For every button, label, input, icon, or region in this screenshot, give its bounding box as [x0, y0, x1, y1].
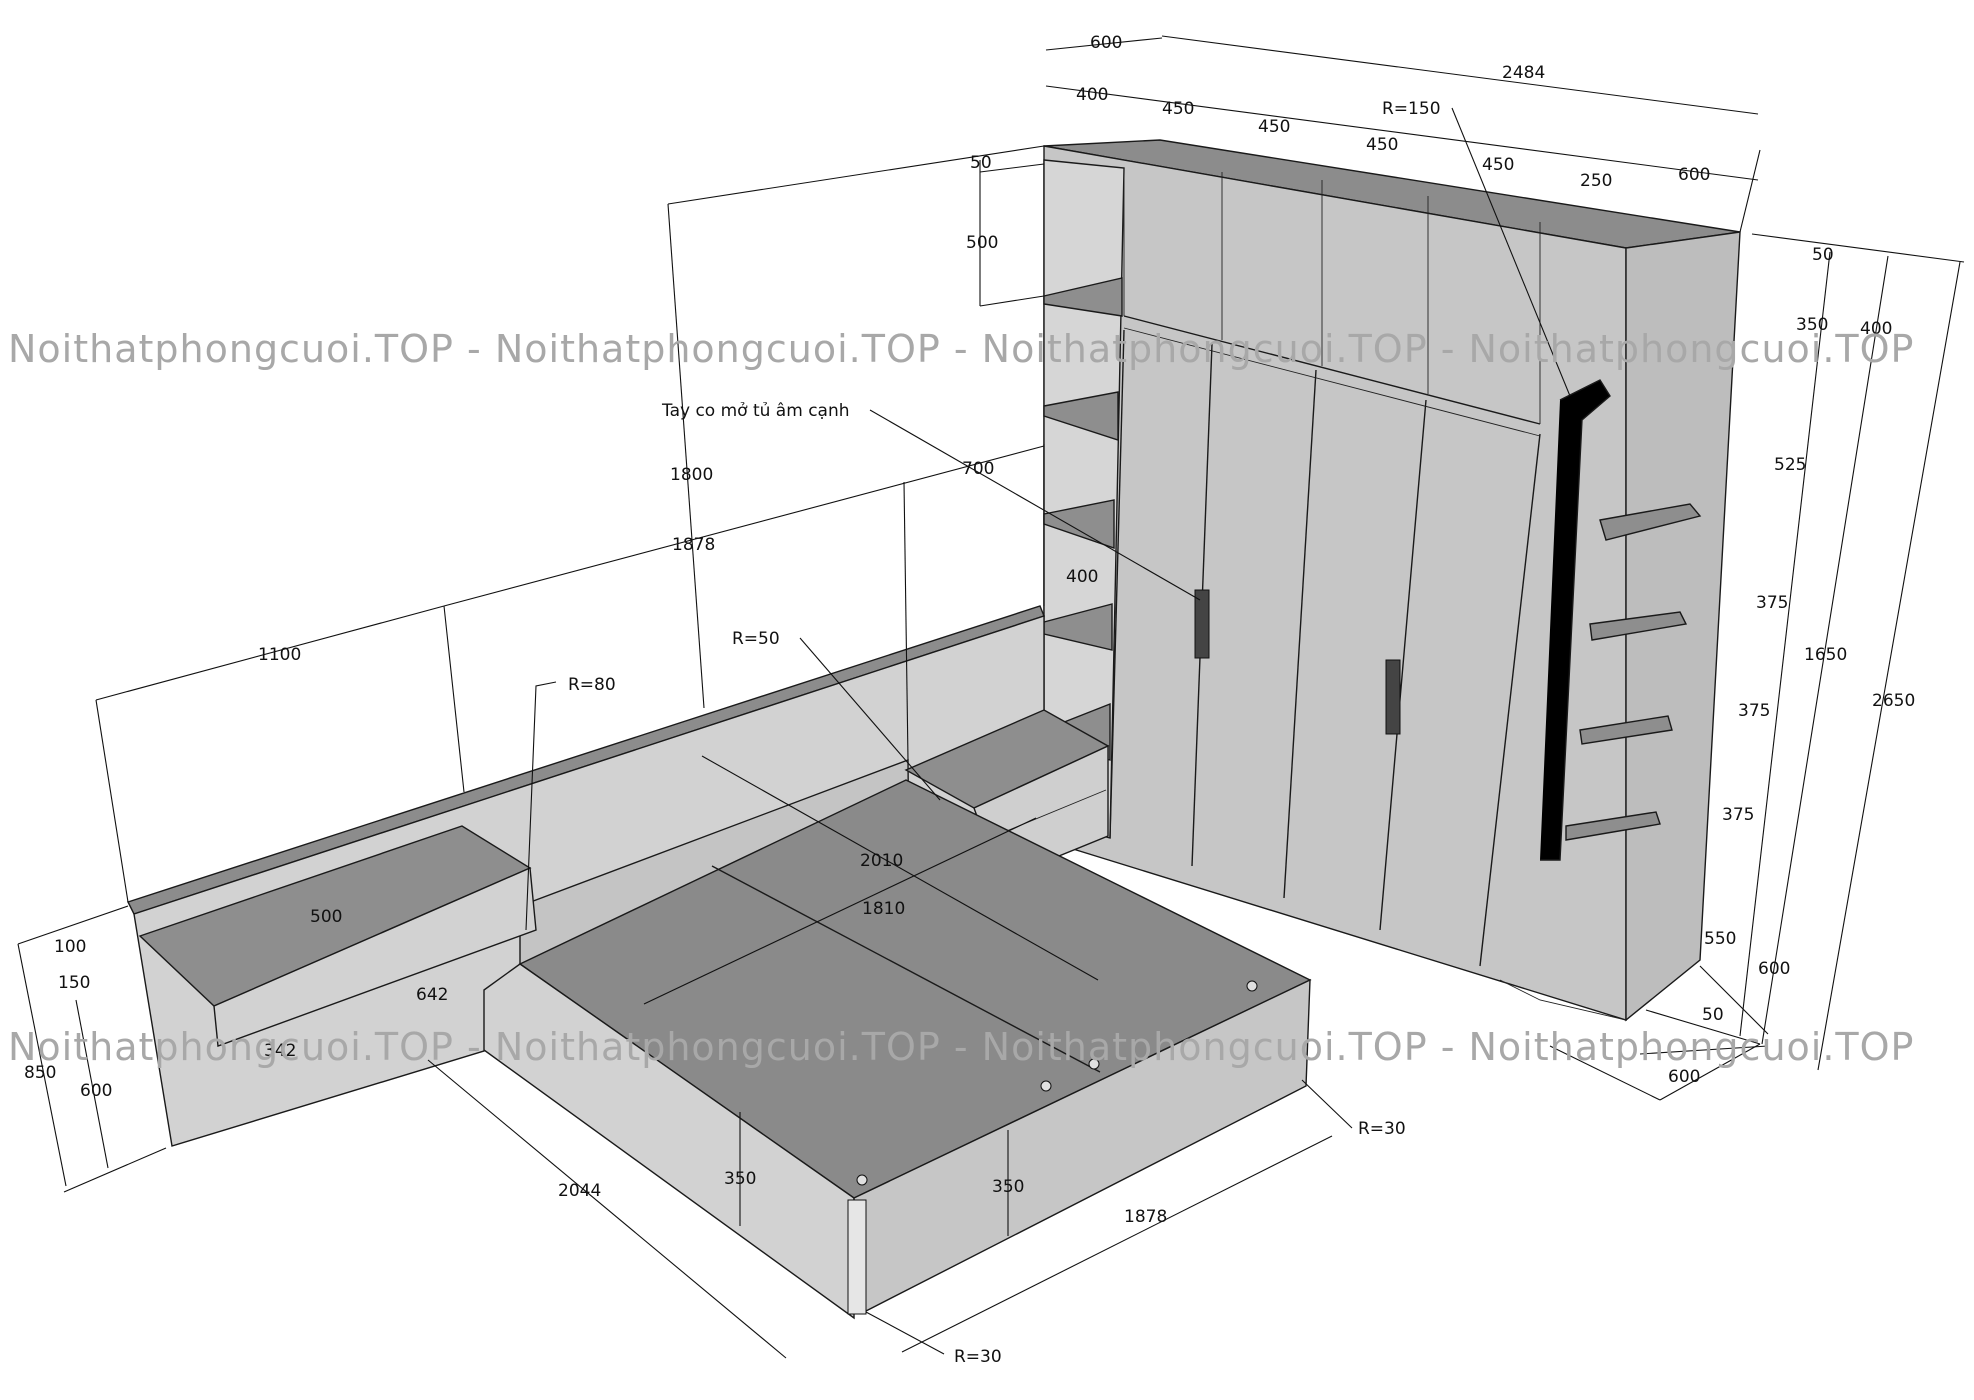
dim-400: 400 [1076, 85, 1108, 105]
bed-corner-post [847, 1199, 867, 1315]
dim-1878-top: 1878 [672, 535, 715, 555]
note-handle: Tay co mở tủ âm cạnh [661, 401, 850, 421]
right-shelves [1565, 503, 1702, 841]
dim-100: 100 [54, 937, 86, 957]
wardrobe-front [1043, 145, 1627, 1021]
dim-500: 500 [310, 907, 342, 927]
door-handle-icon[interactable] [1385, 659, 1401, 735]
watermark-top: Noithatphongcuoi.TOP - Noithatphongcuoi.… [8, 327, 1914, 371]
dim-700: 700 [962, 459, 994, 479]
dim-500-top: 500 [966, 233, 998, 253]
dim-342: 342 [264, 1041, 296, 1061]
dim-450: 450 [1162, 99, 1194, 119]
dim-450: 450 [1258, 117, 1290, 137]
dim-375: 375 [1722, 805, 1754, 825]
dim-150: 150 [58, 973, 90, 993]
dim-350: 350 [724, 1169, 756, 1189]
dim-50-bottom: 50 [1702, 1005, 1724, 1025]
dim-525: 525 [1774, 455, 1806, 475]
bolt-icon [1040, 1080, 1052, 1092]
bed [483, 779, 1312, 1320]
dim-1800: 1800 [670, 465, 713, 485]
dim-1810: 1810 [862, 899, 905, 919]
dim-1650: 1650 [1804, 645, 1847, 665]
dimension-labels: 600 2484 400 450 450 450 450 250 600 R=1… [24, 33, 1915, 1367]
note-r150: R=150 [1382, 99, 1441, 119]
note-r30: R=30 [954, 1347, 1002, 1367]
bolt-icon [1246, 980, 1258, 992]
dim-50-right: 50 [1812, 245, 1834, 265]
watermark-bottom: Noithatphongcuoi.TOP - Noithatphongcuoi.… [8, 1025, 1914, 1069]
dim-250: 250 [1580, 171, 1612, 191]
dim-1100: 1100 [258, 645, 301, 665]
dim-850: 850 [24, 1063, 56, 1083]
dim-642: 642 [416, 985, 448, 1005]
dimension-lines [17, 35, 1965, 1359]
dim-600: 600 [80, 1081, 112, 1101]
dim-wardrobe-depth: 600 [1090, 33, 1122, 53]
dim-1878-bottom: 1878 [1124, 1207, 1167, 1227]
dim-450: 450 [1366, 135, 1398, 155]
wardrobe [1043, 139, 1741, 1022]
watermark: Noithatphongcuoi.TOP - Noithatphongcuoi.… [8, 327, 1914, 1069]
dim-400-right: 400 [1860, 319, 1892, 339]
dim-400-shelf: 400 [1066, 567, 1098, 587]
dim-wardrobe-width: 2484 [1502, 63, 1545, 83]
dim-2650: 2650 [1872, 691, 1915, 711]
bolt-icon [1088, 1058, 1100, 1070]
dim-375: 375 [1756, 593, 1788, 613]
dim-50-top: 50 [970, 153, 992, 173]
bedside-shelf-front [213, 866, 537, 1047]
note-r50: R=50 [732, 629, 780, 649]
dim-2010: 2010 [860, 851, 903, 871]
dim-600-bottom: 600 [1758, 959, 1790, 979]
dim-350: 350 [1796, 315, 1828, 335]
dim-450: 450 [1482, 155, 1514, 175]
dim-2044: 2044 [558, 1181, 601, 1201]
dim-350: 350 [992, 1177, 1024, 1197]
dim-550: 550 [1704, 929, 1736, 949]
note-r80: R=80 [568, 675, 616, 695]
door-handle-icon[interactable] [1194, 589, 1210, 659]
dim-600-depth: 600 [1668, 1067, 1700, 1087]
bolt-icon [856, 1174, 868, 1186]
note-r30: R=30 [1358, 1119, 1406, 1139]
dim-600-side: 600 [1678, 165, 1710, 185]
dim-375: 375 [1738, 701, 1770, 721]
